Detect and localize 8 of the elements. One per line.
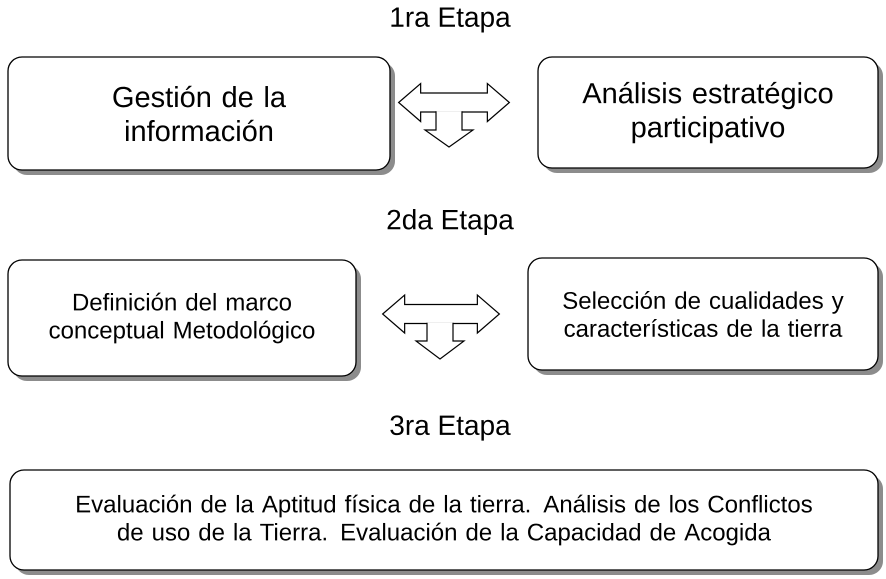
rounded-box: Análisis estratégico participativo bbox=[537, 56, 883, 173]
stage-heading: 1ra Etapa bbox=[391, 7, 511, 33]
stage-heading: 3ra Etapa bbox=[390, 415, 511, 441]
rounded-box: Definición del marco conceptual Metodológico bbox=[7, 259, 361, 381]
stage-heading: 2da Etapa bbox=[388, 208, 514, 236]
rounded-box: Gestión de la información bbox=[7, 56, 395, 175]
rounded-box: Selección de cualidades y características de la tierra bbox=[527, 257, 883, 375]
rounded-box: Evaluación de la Aptitud física de la tierra. Análisis de los Conflictos de uso de la Tierra. Evaluación de la Capacidad de Acogida bbox=[9, 469, 883, 575]
